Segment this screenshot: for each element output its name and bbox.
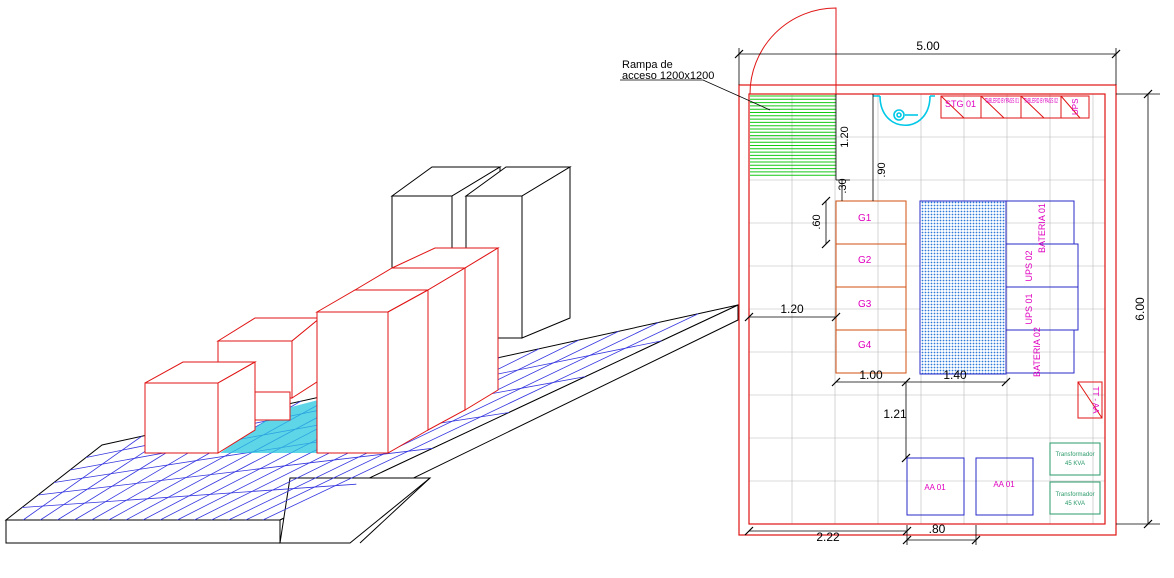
dim-vert-121: 1.21 — [883, 407, 907, 421]
iso-battery-area — [220, 400, 318, 453]
aa-label-1: AA 01 — [924, 483, 946, 492]
ramp-leader — [620, 79, 771, 111]
iso-red-equipment — [144, 247, 500, 454]
transformer-1-name: Transformador — [1055, 452, 1094, 458]
transformer-2 — [1049, 481, 1101, 515]
ups-01: UPS 01 — [1024, 293, 1034, 324]
top-panels — [940, 95, 1090, 119]
isometric-view — [4, 166, 739, 544]
right-equipment — [1005, 200, 1079, 374]
plan-view: STG 01 TABLERO BYPASS 01 TABLERO BYPASS … — [620, 7, 1160, 545]
dim-width-total: 5.00 — [916, 39, 940, 53]
gen-g1: G1 — [858, 213, 872, 224]
panel-bypass01: TABLERO BYPASS 01 — [985, 98, 1019, 105]
dim-gen-w: 1.00 — [859, 368, 883, 382]
transformer-2-name: Transformador — [1055, 492, 1094, 498]
dim-ramp-h: 1.20 — [839, 126, 851, 147]
gen-g4: G4 — [858, 340, 872, 351]
floor-slab-side — [5, 519, 281, 544]
dim-gap-90: .90 — [876, 162, 888, 177]
dimension-ticks — [734, 49, 1153, 545]
dim-left-120: 1.20 — [780, 302, 804, 316]
ramp-iso-edge — [359, 477, 431, 544]
panel-bypass02: TABLERO BYPASS 02 — [1024, 98, 1058, 105]
door-swing — [749, 7, 837, 95]
aa-label-2: AA 01 — [993, 480, 1015, 489]
battery-area — [919, 200, 1007, 375]
dim-gen-h: .60 — [811, 214, 823, 229]
dim-batt-w: 1.40 — [943, 368, 967, 382]
gen-g3: G3 — [858, 299, 872, 310]
inner-wall — [748, 93, 1106, 525]
dim-bottom-222: 2.22 — [816, 530, 840, 544]
ramp-label-line1: Rampa de — [622, 59, 673, 71]
generator-column — [835, 200, 907, 374]
tt-aa-label: TT - AA — [1091, 387, 1100, 415]
bateria-02: BATERIA 02 — [1032, 327, 1042, 377]
ramp-plan — [750, 95, 836, 176]
transformer-2-rating: 45 KVA — [1065, 501, 1085, 507]
dim-bottom-80: .80 — [929, 522, 946, 536]
toilet-fixture — [873, 95, 935, 127]
panel-ups: UPS — [1071, 99, 1080, 115]
dimension-lines — [738, 48, 1160, 545]
panel-stg01: STG 01 — [945, 99, 976, 109]
transformer-1 — [1049, 442, 1101, 476]
ramp-label-line2: acceso 1200x1200 — [622, 70, 714, 82]
iso-grid-line — [21, 483, 357, 508]
dim-gap-30: .30 — [837, 178, 849, 193]
transformer-1-rating: 45 KVA — [1065, 461, 1085, 467]
outer-wall — [738, 84, 1117, 536]
bateria-01: BATERIA 01 — [1037, 203, 1047, 253]
gen-g2: G2 — [858, 255, 872, 266]
dim-height-total: 6.00 — [1133, 297, 1147, 321]
ups-02: UPS 02 — [1024, 250, 1034, 281]
tt-aa-panel — [1077, 381, 1103, 419]
aa-unit-1 — [906, 457, 965, 516]
aa-unit-2 — [975, 457, 1034, 516]
iso-grid-line — [37, 447, 433, 496]
